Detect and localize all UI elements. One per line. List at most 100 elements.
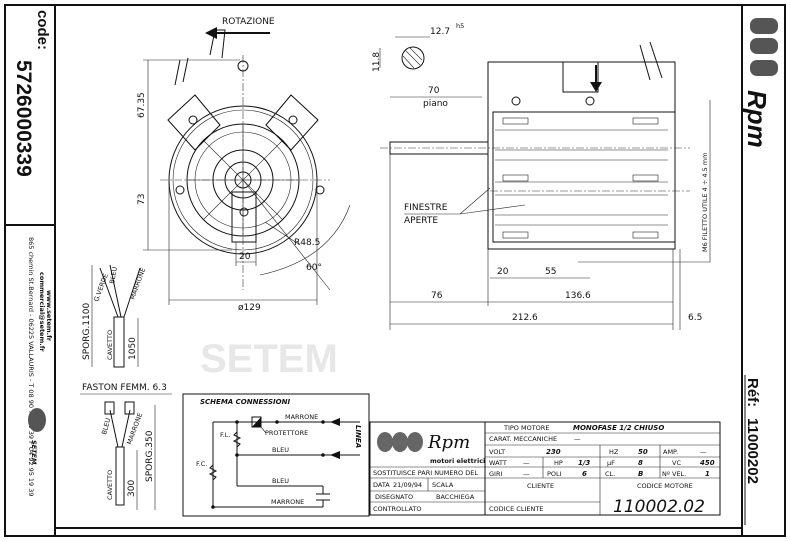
uf-label-text: µF <box>607 459 615 467</box>
front-view: ROTAZIONE 67.35 73 20 <box>137 17 351 313</box>
website-link[interactable]: www.setem.fr <box>45 290 53 342</box>
drawing-line <box>211 420 325 509</box>
drawing-line <box>231 191 257 243</box>
len-2-text: 300 <box>127 480 137 497</box>
drawing-line <box>174 57 189 86</box>
dim-212-text: 212.6 <box>512 313 538 323</box>
carat-value-text: — <box>574 435 581 443</box>
drawing-line <box>315 185 325 195</box>
drawing-line <box>639 41 663 81</box>
amp-label-text: AMP. <box>663 448 678 456</box>
cl-value-text: B <box>638 470 643 478</box>
address: 865 chemin St.Bernard - 06225 VALLAURIS … <box>27 237 35 497</box>
scala-label-text: SCALA <box>432 481 454 489</box>
drawing-line <box>487 61 676 250</box>
bleu-2-text: BLEU <box>272 477 289 485</box>
drawing-line <box>578 100 711 263</box>
sporg-1-text: SPORG.1100 <box>82 303 92 360</box>
rpm-logo-coils <box>750 18 778 76</box>
line-arrow-icon <box>330 451 340 459</box>
drawing-line <box>259 204 351 276</box>
amp-value-text: — <box>700 448 707 456</box>
tipo-label-text: TIPO MOTORE <box>503 424 549 432</box>
dim-55-text: 55 <box>545 267 556 277</box>
uf-value-text: 8 <box>638 459 643 467</box>
watt-value-text: — <box>523 459 530 467</box>
drawing-line <box>264 221 301 246</box>
dim-diameter-text: ø129 <box>238 303 261 313</box>
sporg-2-text: SPORG.350 <box>145 430 155 482</box>
drawing-line <box>188 115 198 125</box>
drawing-line <box>242 179 331 291</box>
rotation-label: ROTAZIONE <box>222 17 275 27</box>
drawing-line <box>370 432 720 515</box>
code-value: 5726000339 <box>12 60 35 177</box>
fl-text: F.L. <box>220 431 230 439</box>
shaft-tol-text: h5 <box>456 22 464 30</box>
drawing-line <box>239 207 249 217</box>
email-link[interactable]: commercial@setem.fr <box>38 272 46 353</box>
dim-lower-text: 73 <box>137 194 147 205</box>
drawing-line <box>392 432 408 452</box>
side-view: 12.7 h5 11.8 70 piano FINESTRE APERTE M6… <box>372 22 711 330</box>
code-label: code: <box>34 10 51 50</box>
marrone-bottom-text: MARRONE <box>271 498 304 506</box>
dim-20-text: 20 <box>497 267 509 277</box>
watermark-text: SETEM <box>200 337 338 381</box>
drawing-line <box>265 94 319 151</box>
drawing-line <box>407 432 423 452</box>
drawing-line <box>502 231 529 239</box>
setem-logo: SETEM <box>28 408 46 465</box>
faston-text: FASTON FEMM. 6.3 <box>82 383 167 393</box>
dim-upper-text: 67.35 <box>137 92 147 118</box>
wire-3-text: MARRONE <box>128 267 147 301</box>
arrow-down-icon <box>590 82 602 92</box>
wire-2-text: BLEU <box>108 266 119 284</box>
thread-note-text: M6 FILETTO UTILE 4 ÷ 4.5 mm <box>701 153 709 252</box>
drawing-line <box>124 401 135 415</box>
data-label-text: DATA <box>373 481 390 489</box>
drawing-line <box>750 18 778 34</box>
dim-width-text: 20 <box>239 252 251 262</box>
brand-text: Rpm <box>427 432 470 453</box>
tipo-value-text: MONOFASE 1/2 CHIUSO <box>573 424 664 432</box>
dim-76-text: 76 <box>431 291 443 301</box>
title-text: SCHEMA CONNESSIONI <box>200 398 290 406</box>
drawing-line <box>321 453 325 457</box>
drawing-line <box>260 426 267 434</box>
drawing-line <box>402 47 423 69</box>
drawing-frame <box>4 4 786 537</box>
drawing-line <box>172 109 314 251</box>
hp-label-text: HP <box>554 459 563 467</box>
drawing-line <box>459 204 526 215</box>
giri-value-text: — <box>523 470 530 478</box>
marrone-top-text: MARRONE <box>285 413 318 421</box>
rotation-arrow-icon <box>205 27 217 39</box>
windows-1-text: FINESTRE <box>404 203 448 213</box>
drawing-line <box>321 420 325 424</box>
cliente-label-text: CLIENTE <box>527 482 554 490</box>
hz-value-text: 50 <box>638 448 648 456</box>
drawing-line <box>369 421 721 516</box>
cable-details: G.VERDE BLEU MARRONE SPORG.1100 CAVETTO … <box>80 264 172 510</box>
drawing-line <box>235 453 239 457</box>
resistor-fl-icon <box>232 431 242 448</box>
protettore-text: PROTETTORE <box>265 429 308 437</box>
title-logo <box>377 432 423 452</box>
drawing-line <box>175 185 185 195</box>
drawing-line <box>495 117 668 239</box>
volt-label-text: VOLT <box>489 448 505 456</box>
drawing-line <box>99 264 141 318</box>
drawing-line <box>750 38 778 54</box>
left-strip: code: 5726000339 www.setem.fr commercial… <box>12 10 53 497</box>
title-block: Rpm motori elettrici SOSTITUISCE PARI NU… <box>369 421 721 517</box>
linea-text: LINEA <box>354 425 362 448</box>
line-arrow-icon <box>330 418 340 426</box>
codice-cliente-label-text: CODICE CLIENTE <box>489 505 543 513</box>
ref-label: Réf: <box>744 378 761 407</box>
poli-label-text: POLI <box>547 470 562 478</box>
drawing-line <box>252 417 261 427</box>
brand-sub-text: motori elettrici <box>430 457 485 465</box>
volt-value-text: 230 <box>546 448 561 456</box>
